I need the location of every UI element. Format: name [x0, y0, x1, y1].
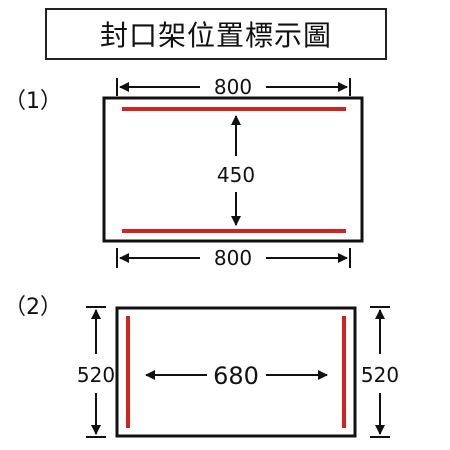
- diagram1-bottom-width-dimension: 800: [116, 246, 351, 270]
- diagram1-height-label: 450: [217, 163, 255, 187]
- diagram2-inner-width-label: 680: [213, 362, 259, 390]
- diagram2-left-height-dimension: 520: [77, 306, 115, 438]
- diagram2-inner-width-dimension: 680: [145, 362, 328, 390]
- diagram1-height-dimension: 450: [217, 115, 255, 226]
- diagram2-label: （2）: [4, 295, 62, 320]
- page-title: 封口架位置標示圖: [99, 19, 332, 52]
- diagram1-frame: [102, 96, 364, 243]
- diagram1-top-width-label: 800: [214, 75, 252, 99]
- diagram1-label: （1）: [4, 89, 62, 114]
- diagram2-frame: [115, 306, 357, 438]
- title-box: 封口架位置標示圖: [45, 8, 387, 60]
- diagram2-right-height-dimension: 520: [361, 306, 399, 438]
- diagram2-right-height-label: 520: [361, 363, 399, 387]
- diagram2-left-height-label: 520: [77, 363, 115, 387]
- diagram1-bottom-width-label: 800: [214, 246, 252, 270]
- diagram1-top-width-dimension: 800: [116, 75, 351, 99]
